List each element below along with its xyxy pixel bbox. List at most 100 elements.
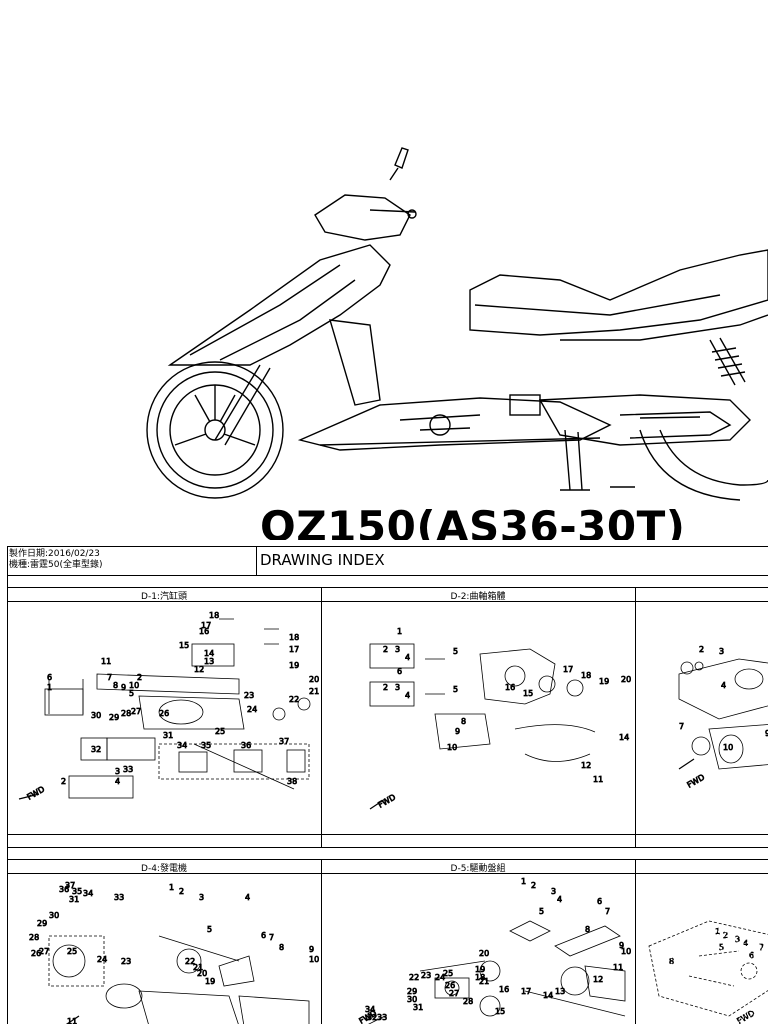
part-callout: 5 bbox=[539, 907, 544, 916]
part-callout: 15 bbox=[179, 641, 189, 650]
index-title: DRAWING INDEX bbox=[260, 551, 385, 569]
part-callout: 17 bbox=[563, 665, 573, 674]
cell-label-d2: D-2:曲軸箱體 bbox=[450, 592, 506, 602]
part-callout: 33 bbox=[114, 893, 124, 902]
part-callout: 7 bbox=[759, 943, 764, 952]
part-callout: 1 bbox=[47, 683, 52, 692]
part-callout: 2 bbox=[531, 881, 536, 890]
part-callout: 8 bbox=[669, 957, 674, 966]
part-callout: 35 bbox=[72, 887, 82, 896]
part-callout: 23 bbox=[244, 691, 254, 700]
part-callout: 2 bbox=[723, 931, 728, 940]
part-callout: 38 bbox=[287, 777, 297, 786]
part-callout: 3 bbox=[551, 887, 556, 896]
part-callout: 26 bbox=[445, 981, 455, 990]
part-callout: 10 bbox=[621, 947, 631, 956]
part-callout: 6 bbox=[47, 673, 52, 682]
part-callout: 2 bbox=[61, 777, 66, 786]
part-callout: 3 bbox=[395, 683, 400, 692]
part-callout: 26 bbox=[31, 949, 41, 958]
part-callout: 17 bbox=[289, 645, 299, 654]
part-callout: 22 bbox=[185, 957, 195, 966]
part-callout: 37 bbox=[279, 737, 289, 746]
part-callout: 36 bbox=[59, 885, 69, 894]
part-callout: 6 bbox=[397, 667, 402, 676]
part-callout: 23 bbox=[121, 957, 131, 966]
part-callout: 18 bbox=[289, 633, 299, 642]
part-callout: 27 bbox=[131, 707, 141, 716]
part-callout: 11 bbox=[613, 963, 623, 972]
part-callout: 13 bbox=[555, 987, 565, 996]
part-callout: 19 bbox=[475, 965, 485, 974]
cell-label-d5: D-5:驅動盤組 bbox=[450, 864, 506, 874]
part-callout: 22 bbox=[409, 973, 419, 982]
part-callout: 15 bbox=[523, 689, 533, 698]
part-callout: 28 bbox=[29, 933, 39, 942]
part-callout: 6 bbox=[749, 951, 754, 960]
part-callout: 9 bbox=[309, 945, 314, 954]
part-callout: 11 bbox=[593, 775, 603, 784]
part-callout: 25 bbox=[215, 727, 225, 736]
part-callout: 14 bbox=[204, 649, 214, 658]
part-callout: 7 bbox=[269, 933, 274, 942]
part-callout: 5 bbox=[207, 925, 212, 934]
model-name: 機種:雷霆50(全車型錄) bbox=[9, 560, 103, 570]
part-callout: 27 bbox=[449, 989, 459, 998]
part-callout: 19 bbox=[205, 977, 215, 986]
part-callout: 1 bbox=[521, 877, 526, 886]
part-callout: 16 bbox=[199, 627, 209, 636]
part-callout: 8 bbox=[585, 925, 590, 934]
part-callout: 22 bbox=[289, 695, 299, 704]
part-callout: 29 bbox=[109, 713, 119, 722]
part-callout: 30 bbox=[407, 995, 417, 1004]
part-callout: 3 bbox=[115, 767, 120, 776]
part-callout: 32 bbox=[367, 1013, 377, 1022]
part-callout: 20 bbox=[621, 675, 631, 684]
part-callout: 29 bbox=[407, 987, 417, 996]
part-callout: 5 bbox=[453, 685, 458, 694]
part-callout: 24 bbox=[435, 973, 445, 982]
part-callout: 23 bbox=[421, 971, 431, 980]
part-callout: 2 bbox=[699, 645, 704, 654]
part-callout: 17 bbox=[201, 621, 211, 630]
part-callout: 18 bbox=[475, 973, 485, 982]
part-callout: 6 bbox=[597, 897, 602, 906]
part-callout: 34 bbox=[365, 1005, 375, 1014]
part-callout: 26 bbox=[159, 709, 169, 718]
part-callout: 10 bbox=[309, 955, 319, 964]
part-callout: 10 bbox=[129, 681, 139, 690]
part-callout: 7 bbox=[605, 907, 610, 916]
part-callout: 3 bbox=[199, 893, 204, 902]
part-callout: 25 bbox=[443, 969, 453, 978]
part-callout: 33 bbox=[123, 765, 133, 774]
part-callout: 20 bbox=[309, 675, 319, 684]
part-callout: 9 bbox=[619, 941, 624, 950]
part-callout: 4 bbox=[721, 681, 726, 690]
part-callout: 14 bbox=[543, 991, 553, 1000]
part-callout: 3 bbox=[735, 935, 740, 944]
part-callout: 2 bbox=[383, 645, 388, 654]
part-callout: 4 bbox=[743, 939, 748, 948]
part-callout: 12 bbox=[581, 761, 591, 770]
part-callout: 24 bbox=[97, 955, 107, 964]
part-callout: 28 bbox=[121, 709, 131, 718]
part-callout: 29 bbox=[37, 919, 47, 928]
part-callout: 14 bbox=[619, 733, 629, 742]
part-callout: 4 bbox=[405, 691, 410, 700]
part-callout: 4 bbox=[245, 893, 250, 902]
part-callout: 34 bbox=[83, 889, 93, 898]
part-callout: 31 bbox=[69, 895, 79, 904]
part-callout: 21 bbox=[193, 963, 203, 972]
cell-label-d4: D-4:發電機 bbox=[141, 864, 187, 874]
model-title: QZ150(AS36-30T) bbox=[260, 502, 686, 540]
part-callout: 11 bbox=[101, 657, 111, 666]
part-callout: 2 bbox=[137, 673, 142, 682]
part-callout: 6 bbox=[261, 931, 266, 940]
part-callout: 7 bbox=[107, 673, 112, 682]
part-callout: 27 bbox=[39, 947, 49, 956]
part-callout: 8 bbox=[113, 681, 118, 690]
